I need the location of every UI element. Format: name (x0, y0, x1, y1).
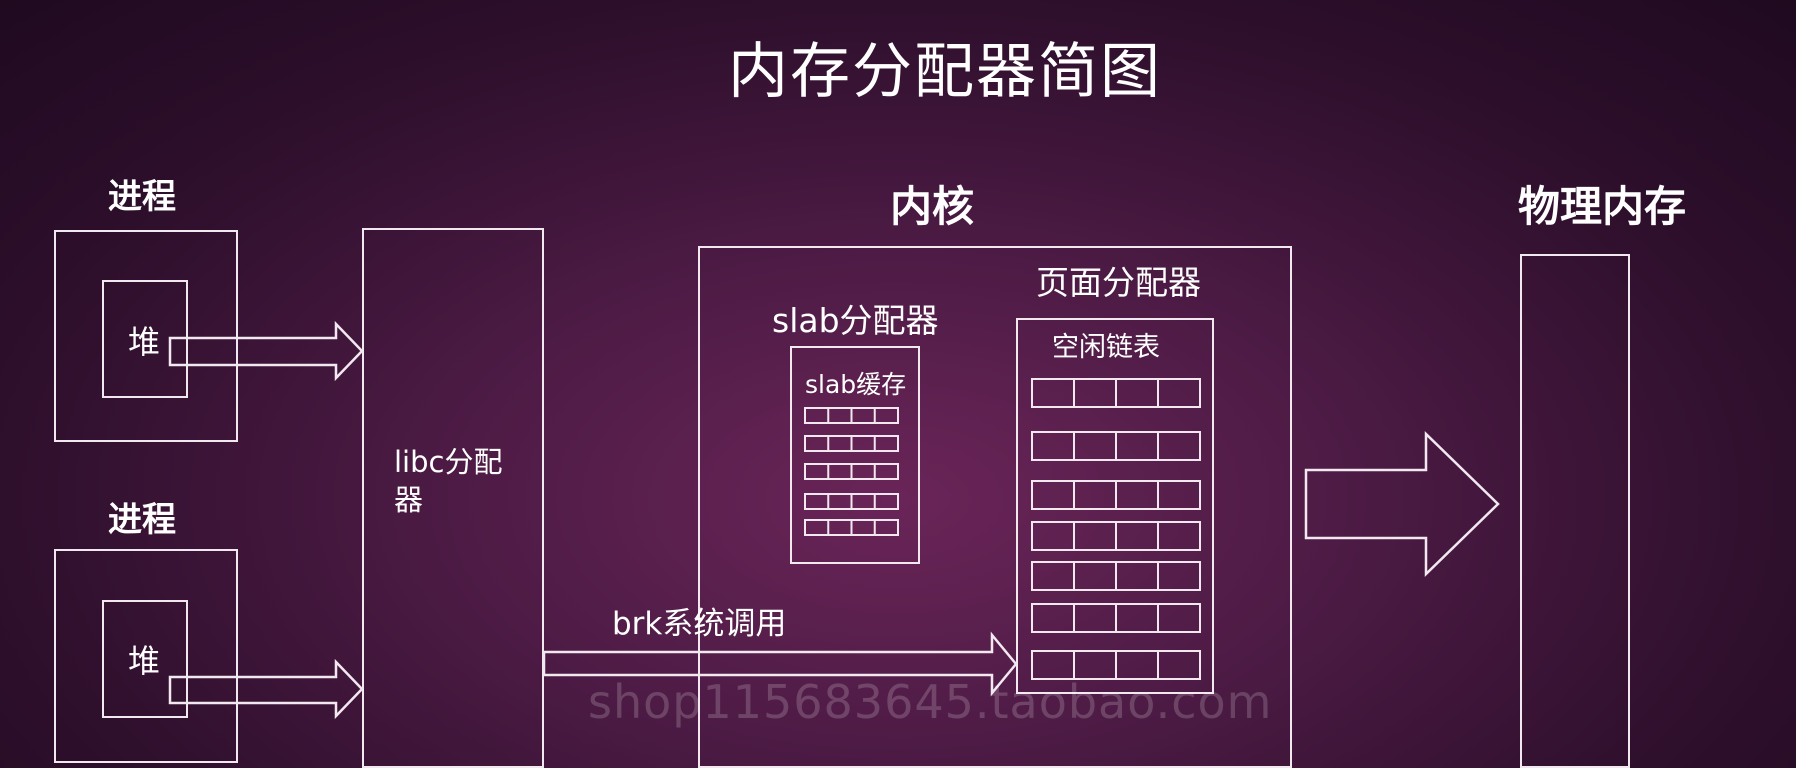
free-list-row (1031, 650, 1201, 680)
free-list-label: 空闲链表 (1052, 332, 1160, 363)
free-list-row (1031, 480, 1201, 510)
heap-box-2 (102, 600, 188, 718)
slab-cache-row (804, 463, 899, 480)
slab-cache-box (790, 346, 920, 564)
process-label-2: 进程 (108, 500, 176, 540)
process-box-1 (54, 230, 238, 442)
brk-label: brk系统调用 (612, 606, 787, 642)
slab-cache-row (804, 407, 899, 424)
free-list-row (1031, 521, 1201, 551)
slab-cache-row (804, 519, 899, 536)
brk-arrow (542, 631, 1018, 697)
free-list-box (1016, 318, 1214, 694)
kernel-to-physical-arrow (1304, 431, 1500, 577)
free-list-rows (1031, 378, 1201, 680)
free-list-row (1031, 431, 1201, 461)
libc-label-line2: 器 (394, 483, 424, 517)
slab-cache-label: slab缓存 (805, 370, 907, 399)
slab-cache-row (804, 435, 899, 452)
page-allocator-label: 页面分配器 (1036, 263, 1201, 302)
free-list-row (1031, 561, 1201, 591)
kernel-label: 内核 (890, 182, 975, 231)
process-box-2 (54, 549, 238, 763)
slab-allocator-label: slab分配器 (772, 301, 939, 340)
slab-cache-rows (804, 407, 899, 536)
libc-label-line1: libc分配 (394, 445, 503, 479)
free-list-row (1031, 603, 1201, 633)
kernel-box (698, 246, 1292, 768)
heap-to-libc-arrow-2 (168, 658, 364, 720)
slab-cache-row (804, 493, 899, 510)
free-list-row (1031, 378, 1201, 408)
heap-label-2: 堆 (128, 642, 161, 680)
physical-memory-label: 物理内存 (1518, 182, 1687, 231)
libc-allocator-box (362, 228, 544, 768)
heap-to-libc-arrow-1 (168, 320, 364, 382)
process-label-1: 进程 (108, 177, 176, 217)
watermark: shop115683645.taobao.com (588, 675, 1273, 729)
physical-memory-box (1520, 254, 1630, 768)
diagram-title: 内存分配器简图 (728, 37, 1162, 107)
heap-label-1: 堆 (128, 323, 161, 361)
